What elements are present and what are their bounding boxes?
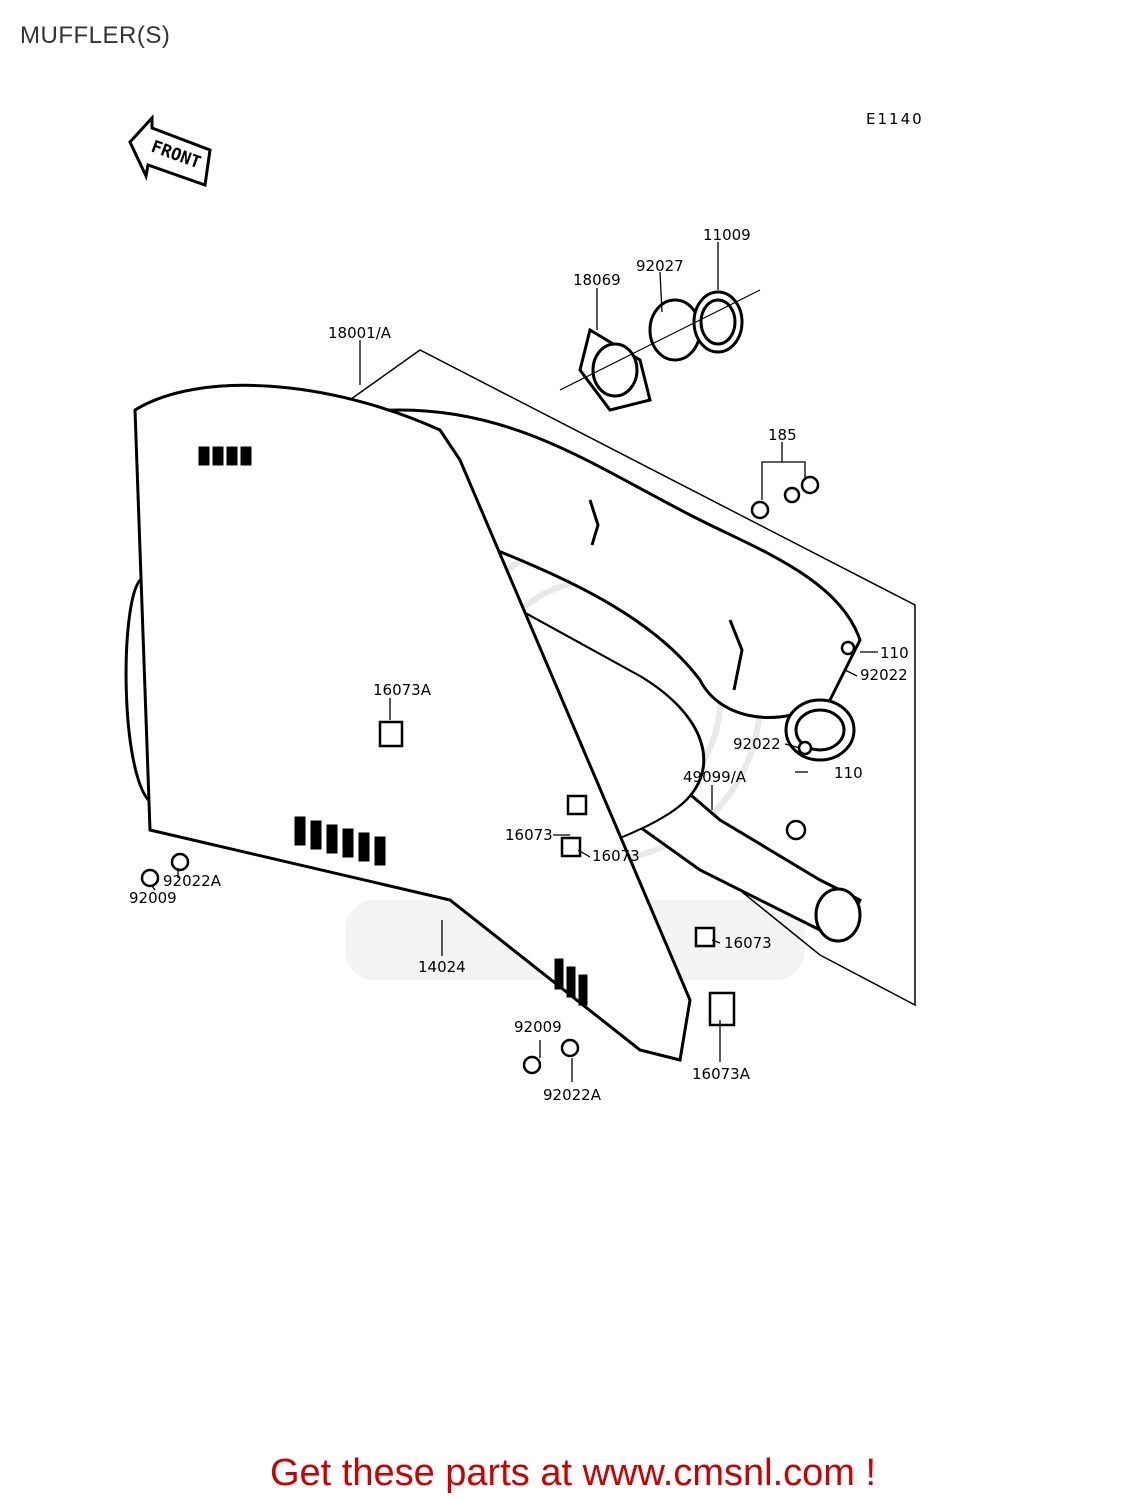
label-16073-c[interactable]: 16073 [724, 934, 772, 952]
label-16073-a[interactable]: 16073 [505, 826, 553, 844]
label-18001a[interactable]: 18001/A [328, 324, 392, 342]
part-labels: 11009 92027 18069 18001/A 185 110 92022 … [129, 226, 909, 1104]
fasteners [140, 475, 856, 1075]
label-18069[interactable]: 18069 [573, 271, 621, 289]
label-92022a-left[interactable]: 92022A [163, 872, 222, 890]
label-92009-bottom[interactable]: 92009 [514, 1018, 562, 1036]
front-arrow-icon: FRONT [128, 114, 212, 188]
label-49099a[interactable]: 49099/A [683, 768, 747, 786]
label-16073a-upper[interactable]: 16073A [373, 681, 432, 699]
leader-lines [151, 242, 878, 1082]
label-185[interactable]: 185 [768, 426, 797, 444]
label-92009-left[interactable]: 92009 [129, 889, 177, 907]
label-92022-lower[interactable]: 92022 [733, 735, 781, 753]
diagram-code: E1140 [866, 110, 924, 128]
label-16073a-lower[interactable]: 16073A [692, 1065, 751, 1083]
label-92027[interactable]: 92027 [636, 257, 684, 275]
page-title: MUFFLER(S) [20, 22, 171, 49]
label-11009[interactable]: 11009 [703, 226, 751, 244]
cta-link[interactable]: Get these parts at www.cmsnl.com ! [269, 1452, 877, 1494]
flange-gaskets [578, 290, 744, 412]
label-92022-upper[interactable]: 92022 [860, 666, 908, 684]
label-110-lower[interactable]: 110 [834, 764, 863, 782]
label-110-upper[interactable]: 110 [880, 644, 909, 662]
label-92022a-bottom[interactable]: 92022A [543, 1086, 602, 1104]
label-16073-b[interactable]: 16073 [592, 847, 640, 865]
muffler-cover [124, 383, 706, 1062]
label-14024[interactable]: 14024 [418, 958, 466, 976]
